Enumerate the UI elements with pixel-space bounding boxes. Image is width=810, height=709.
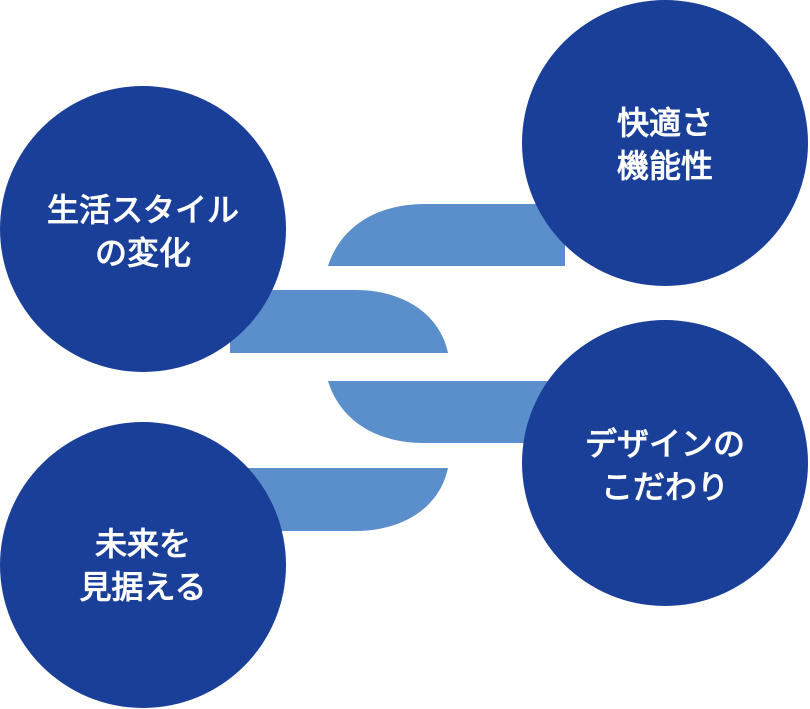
node-comfort-circle — [522, 0, 808, 286]
connector-design — [328, 381, 565, 443]
node-lifestyle-label-line2: の変化 — [95, 234, 191, 272]
node-comfort: 快適さ 機能性 — [522, 0, 808, 286]
node-future-label-line2: 見据える — [79, 568, 206, 606]
connector-comfort — [328, 204, 565, 266]
node-comfort-label-line2: 機能性 — [617, 147, 713, 185]
node-design-circle — [522, 320, 808, 606]
node-design-label-line2: こだわり — [601, 468, 729, 506]
node-design: デザインの こだわり — [522, 320, 808, 606]
node-future-label-line1: 未来を — [95, 525, 191, 563]
connector-lifestyle — [230, 290, 448, 353]
node-lifestyle-circle — [0, 86, 286, 372]
node-design-label-line1: デザインの — [585, 425, 745, 463]
node-future: 未来を 見据える — [0, 422, 286, 708]
node-comfort-label-line1: 快適さ — [617, 104, 713, 142]
node-lifestyle-label-line1: 生活スタイル — [47, 191, 239, 229]
connector-future — [230, 468, 448, 531]
node-future-circle — [0, 422, 286, 708]
node-lifestyle: 生活スタイル の変化 — [0, 86, 286, 372]
